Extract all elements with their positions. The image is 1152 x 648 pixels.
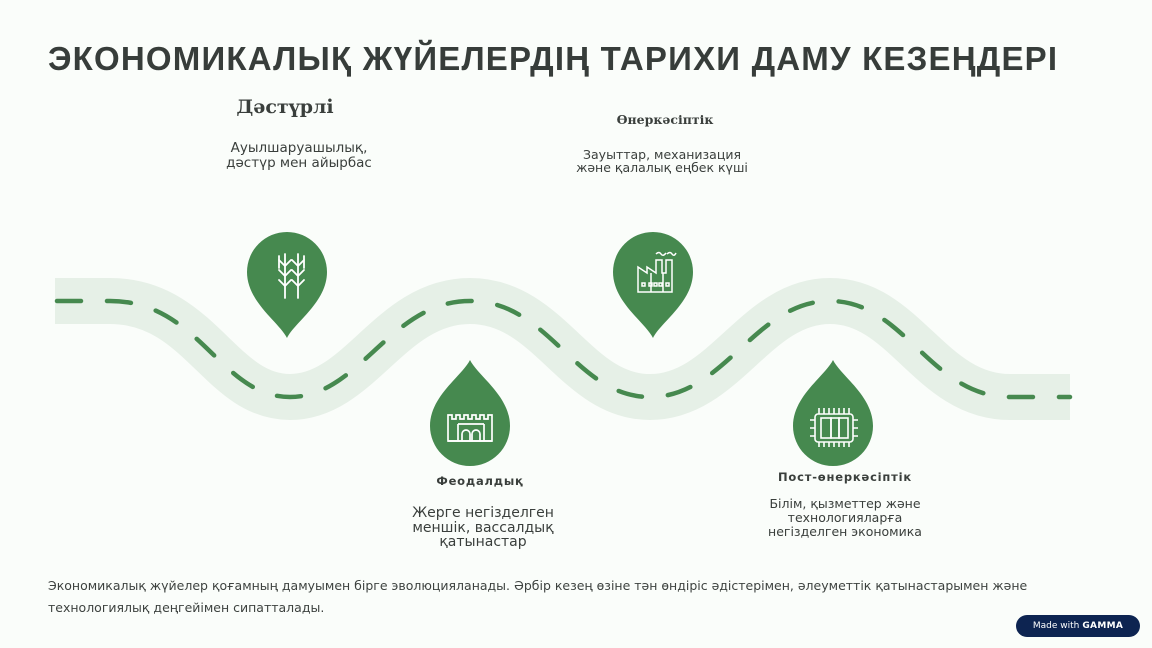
castle-pin bbox=[430, 360, 510, 466]
microchip-pin bbox=[793, 360, 873, 466]
made-with-gamma-badge[interactable]: Made with GAMMA bbox=[1016, 615, 1140, 637]
stage-desc-post-industrial: Білім, қызметтер және технологияларға не… bbox=[768, 496, 922, 539]
stage-desc-industrial: Зауыттар, механизация және қалалық еңбек… bbox=[576, 147, 748, 175]
badge-brand: GAMMA bbox=[1082, 621, 1124, 631]
factory-pin bbox=[613, 232, 693, 338]
stage-title-industrial: Өнеркәсіптік bbox=[616, 112, 714, 127]
stage-title-post-industrial: Пост-өнеркәсіптік bbox=[778, 470, 912, 484]
stage-desc-traditional: Ауылшаруашылық, дәстүр мен айырбас bbox=[226, 140, 372, 171]
factory-icon bbox=[637, 251, 677, 293]
page-title: ЭКОНОМИКАЛЫҚ ЖҮЙЕЛЕРДІҢ ТАРИХИ ДАМУ КЕЗЕ… bbox=[48, 40, 1059, 77]
wheat-icon bbox=[278, 253, 305, 299]
stage-title-traditional: Дәстүрлі bbox=[236, 96, 334, 118]
wheat-pin bbox=[247, 232, 327, 338]
microchip-icon bbox=[810, 408, 858, 447]
footer-description: Экономикалық жүйелер қоғамның дамуымен б… bbox=[48, 578, 1028, 615]
road-center-dashes bbox=[52, 298, 1073, 400]
castle-icon bbox=[447, 414, 493, 442]
stage-title-feudal: Феодалдық bbox=[436, 474, 524, 488]
stage-desc-feudal: Жерге негізделген меншік, вассалдық қаты… bbox=[412, 505, 554, 550]
badge-prefix: Made with bbox=[1032, 621, 1080, 631]
